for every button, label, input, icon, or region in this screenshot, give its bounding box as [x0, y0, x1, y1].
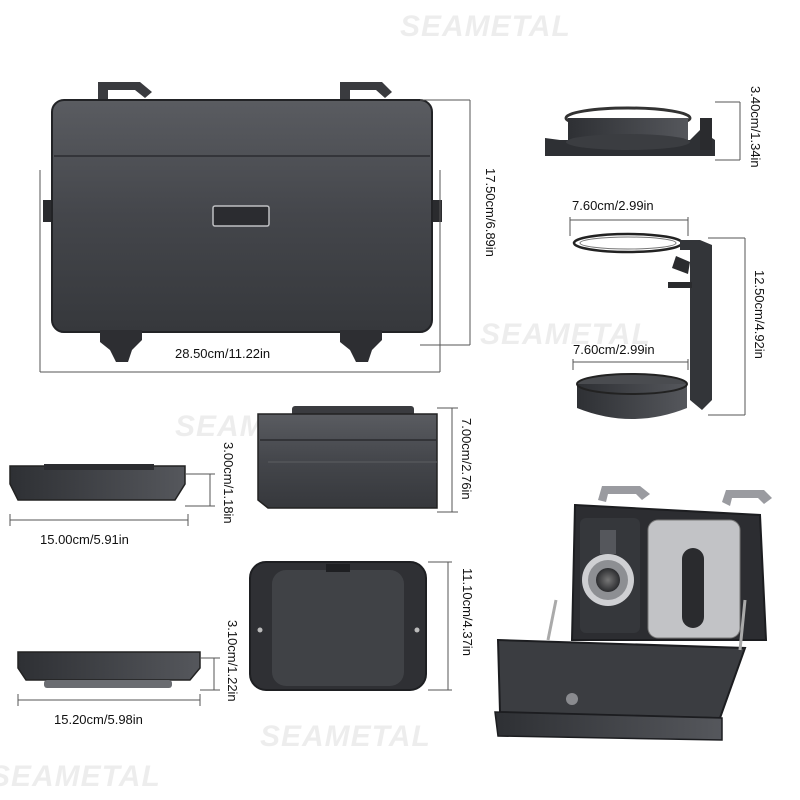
lid-depth-label: 3.10cm/1.22in: [225, 620, 240, 702]
main-height-label: 17.50cm/6.89in: [483, 168, 498, 257]
cup-depth-label: 3.40cm/1.34in: [748, 86, 763, 168]
cup-holder-folded: [545, 106, 715, 156]
dimension-lines: [569, 217, 746, 416]
dimension-lines: [437, 407, 458, 513]
cup-holder-height-label: 12.50cm/4.92in: [752, 270, 767, 359]
dimension-lines: [428, 561, 452, 691]
cup-bottom-diameter-label: 7.60cm/2.99in: [573, 342, 655, 357]
lid-height-label: 11.10cm/4.37in: [460, 568, 475, 656]
dimension-lines: [9, 473, 215, 526]
lid-side: [17, 651, 201, 688]
main-organizer-front: [43, 82, 442, 362]
tray-depth-label: 3.00cm/1.18in: [221, 442, 236, 524]
tray-length-label: 15.00cm/5.91in: [40, 532, 129, 547]
main-width-label: 28.50cm/11.22in: [175, 346, 271, 361]
tray-side: [9, 464, 186, 501]
dimension-lines: [39, 99, 471, 373]
dimension-lines: [17, 657, 220, 706]
cup-holder-extended: [572, 232, 712, 419]
tissue-height-label: 7.00cm/2.76in: [459, 418, 474, 500]
open-organizer: [494, 486, 772, 741]
lid-top: [249, 561, 427, 691]
dimension-lines: [715, 101, 741, 161]
lid-length-label: 15.20cm/5.98in: [54, 712, 143, 727]
cup-top-diameter-label: 7.60cm/2.99in: [572, 198, 654, 213]
tissue-box-side: [257, 406, 438, 509]
